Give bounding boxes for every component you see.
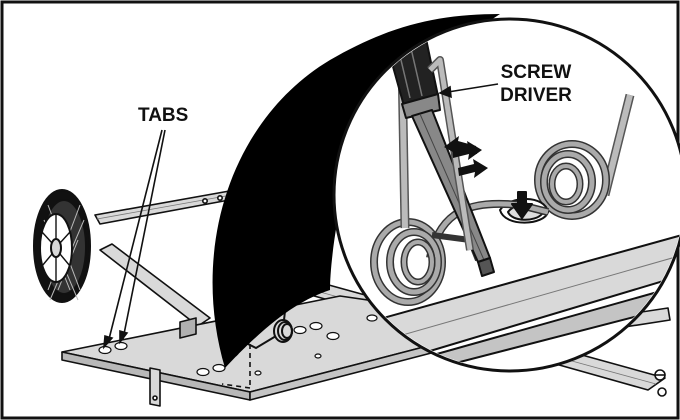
arrow-icon — [511, 191, 533, 219]
tabs-label: TABS — [138, 105, 188, 126]
tab-1 — [98, 345, 112, 355]
screwdriver-label-line2: DRIVER — [500, 85, 572, 106]
tabs-leader-lines — [102, 129, 166, 350]
wheel-icon — [33, 189, 91, 303]
screwdriver-label-line1: SCREW — [501, 62, 572, 83]
dashed-guide — [221, 344, 251, 389]
spring-coil-right — [534, 140, 610, 220]
zoom-callout — [212, 14, 501, 368]
tab-2 — [114, 341, 128, 351]
screwdriver-leader — [438, 83, 499, 99]
tab-3 — [196, 367, 210, 377]
tab-4 — [212, 363, 226, 373]
